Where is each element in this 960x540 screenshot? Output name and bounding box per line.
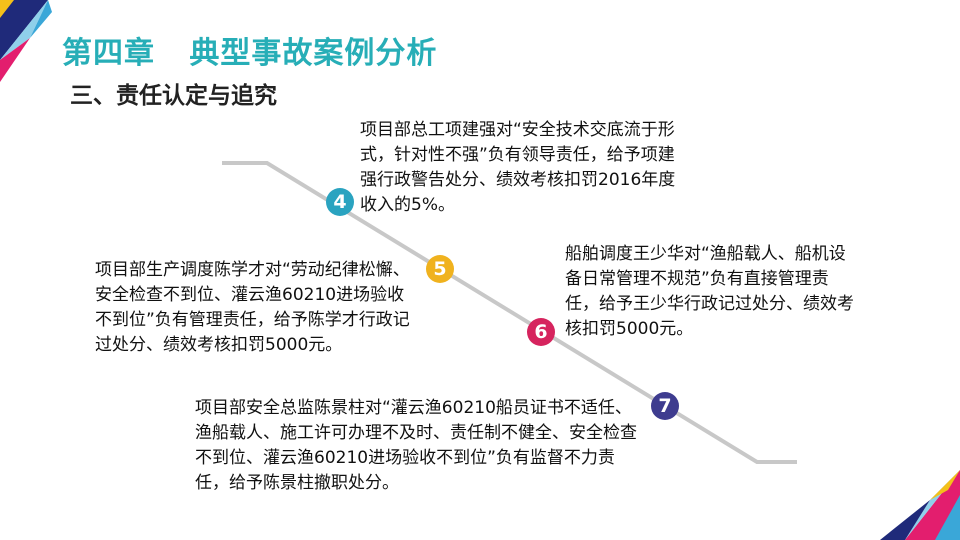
section-subtitle: 三、责任认定与追究	[70, 83, 277, 109]
step-badge-6: 6	[527, 318, 555, 346]
step-badge-5: 5	[426, 255, 454, 283]
responsibility-text-7: 项目部安全总监陈景柱对“灌云渔60210船员证书不适任、渔船载人、施工许可办理不…	[195, 398, 637, 493]
responsibility-text-6: 船舶调度王少华对“渔船载人、船机设备日常管理不规范”负有直接管理责任，给予王少华…	[565, 244, 854, 339]
step-badge-4: 4	[326, 188, 354, 216]
step-badge-7: 7	[651, 392, 679, 420]
bottom-right-triangles	[880, 470, 960, 540]
responsibility-text-4: 项目部总工项建强对“安全技术交底流于形式，针对性不强”负有领导责任，给予项建强行…	[360, 120, 676, 215]
top-left-triangles	[0, 0, 52, 82]
responsibility-text-5: 项目部生产调度陈学才对“劳动纪律松懈、安全检查不到位、灌云渔60210进场验收不…	[95, 260, 410, 355]
timeline-line	[222, 161, 797, 464]
page-title: 第四章 典型事故案例分析	[62, 36, 438, 71]
